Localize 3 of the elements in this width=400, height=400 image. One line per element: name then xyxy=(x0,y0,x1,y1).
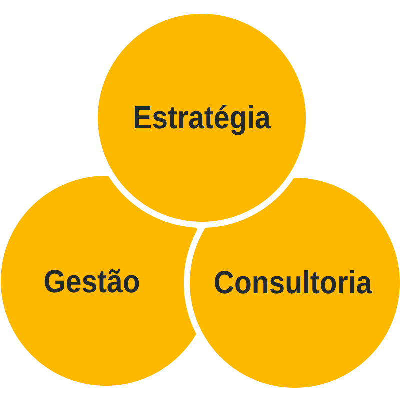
node-label: Gestão xyxy=(44,264,140,300)
node-label: Estratégia xyxy=(133,100,271,136)
node-label: Consultoria xyxy=(214,265,372,301)
